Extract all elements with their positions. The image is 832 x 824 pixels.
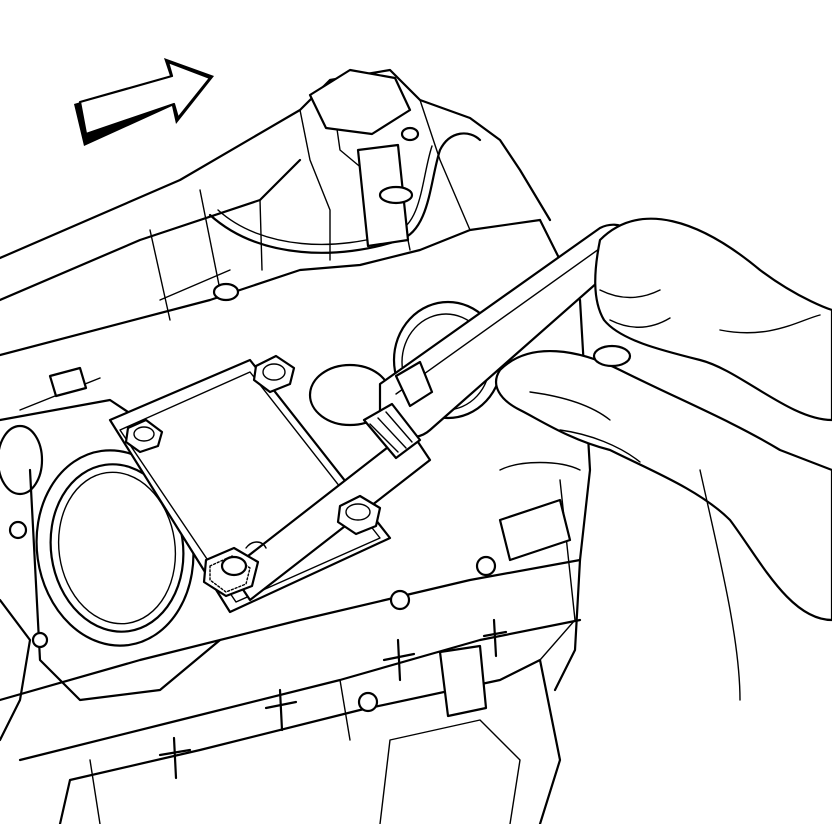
bolt-lower-right [336, 494, 382, 536]
casting-rib-marks [158, 618, 508, 780]
tool-handle-icon [362, 223, 635, 460]
torque-plate [108, 358, 432, 614]
engine-block-icon [0, 68, 592, 824]
bolt-top-left [124, 418, 164, 454]
hand-upper [594, 217, 832, 422]
direction-arrow-icon [74, 58, 214, 146]
bolt-icon [124, 354, 382, 598]
hand-icon [494, 217, 832, 701]
hand-lower [494, 314, 832, 701]
block-detail-marks [8, 269, 581, 562]
bolt-top-right [252, 354, 296, 394]
bolt-lower-left [202, 541, 267, 598]
